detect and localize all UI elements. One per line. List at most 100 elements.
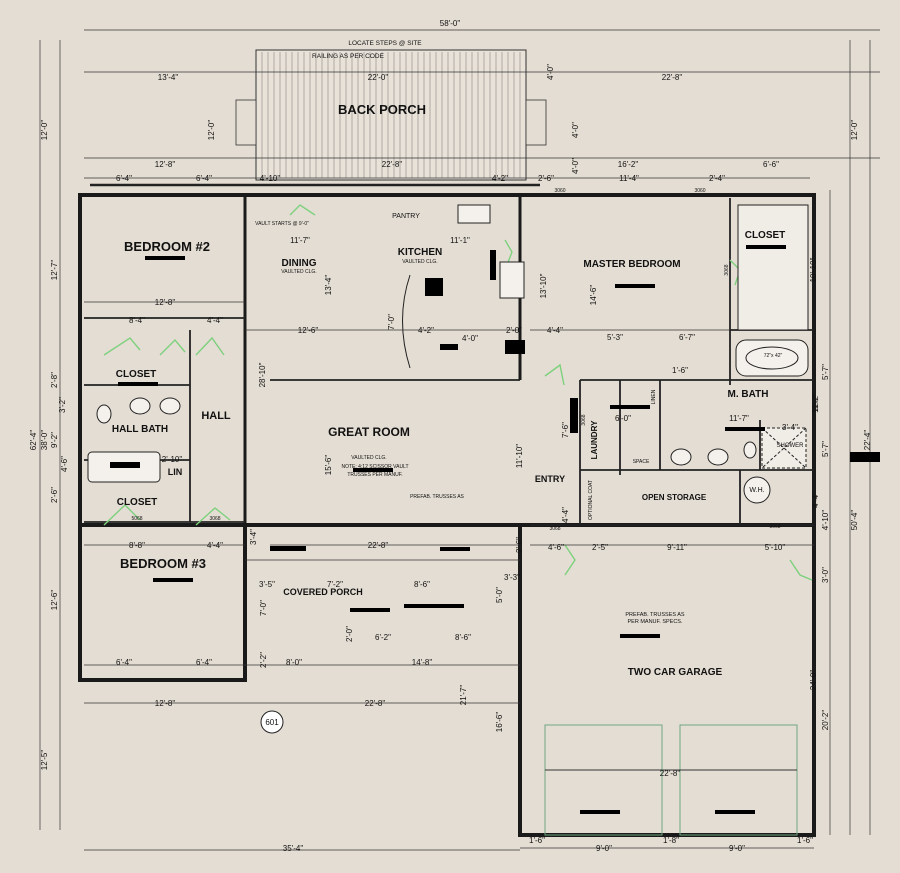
svg-text:2030: 2030 (814, 399, 820, 410)
svg-text:2'-0": 2'-0" (506, 326, 522, 335)
svg-text:50'-4": 50'-4" (850, 510, 859, 531)
svg-text:2'-2": 2'-2" (259, 652, 268, 668)
label-pantry: PANTRY (392, 213, 420, 220)
svg-text:13'-10": 13'-10" (539, 273, 548, 298)
svg-text:7'-2": 7'-2" (327, 580, 343, 589)
svg-text:3068: 3068 (724, 264, 730, 275)
svg-text:3068: 3068 (769, 524, 780, 530)
svg-text:11'-10": 11'-10" (515, 444, 524, 468)
svg-text:8'-6": 8'-6" (455, 633, 471, 642)
note-vaulted-dining: VAULTED CLG. (281, 269, 316, 275)
svg-text:7'-0": 7'-0" (387, 314, 396, 330)
svg-text:3'-2": 3'-2" (58, 397, 67, 413)
label-hall-bath: HALL BATH (112, 424, 168, 435)
svg-text:2'-6": 2'-6" (515, 537, 524, 553)
note-tub: 72"x 42" (764, 353, 783, 359)
svg-text:4'-6": 4'-6" (60, 456, 69, 472)
svg-text:1'-6": 1'-6" (797, 836, 813, 845)
svg-text:8'-4": 8'-4" (129, 316, 145, 325)
label-optional-coat: OPTIONAL COAT (588, 480, 594, 520)
label-bedroom2: BEDROOM #2 (124, 239, 210, 254)
svg-text:4'-2": 4'-2" (418, 326, 434, 335)
label-m-bath: M. BATH (728, 389, 769, 400)
svg-text:4'-10": 4'-10" (821, 510, 830, 531)
note-vault-starts: VAULT STARTS @ 9'-0" (255, 221, 309, 227)
svg-text:2'-6": 2'-6" (538, 174, 554, 183)
label-space: SPACE (633, 459, 650, 465)
svg-text:4'-2": 4'-2" (492, 174, 508, 183)
svg-text:11'-1": 11'-1" (450, 236, 470, 245)
svg-text:6'-2": 6'-2" (375, 633, 391, 642)
note-railing: RAILING AS PER CODE (312, 53, 385, 60)
svg-text:9'-11": 9'-11" (667, 543, 687, 552)
svg-text:12'-7": 12'-7" (50, 260, 59, 281)
label-kitchen: KITCHEN (398, 247, 442, 258)
label-dining: DINING (282, 258, 317, 269)
redaction-bars (110, 245, 880, 814)
svg-text:62'-4": 62'-4" (29, 430, 38, 451)
svg-text:8'-8": 8'-8" (129, 541, 145, 550)
svg-text:9'-0": 9'-0" (729, 844, 745, 853)
svg-text:2'-5": 2'-5" (592, 543, 608, 552)
label-shower: SHOWER (777, 443, 805, 449)
svg-text:5'-0": 5'-0" (495, 587, 504, 603)
label-closet-hall-bottom: CLOSET (117, 497, 158, 508)
svg-text:10'-10": 10'-10" (809, 257, 818, 282)
svg-text:12'-0": 12'-0" (850, 120, 859, 141)
label-closet-hall-top: CLOSET (116, 369, 157, 380)
svg-text:3068: 3068 (581, 414, 587, 425)
svg-text:12'-8": 12'-8" (155, 160, 176, 169)
svg-text:11'-7": 11'-7" (729, 414, 749, 423)
note-vaulted-kitchen: VAULTED CLG. (402, 259, 437, 265)
svg-text:14'-6": 14'-6" (589, 285, 598, 306)
label-hall: HALL (201, 410, 231, 422)
svg-text:4'-4": 4'-4" (561, 507, 570, 523)
svg-text:35'-4": 35'-4" (283, 844, 304, 853)
svg-text:2'-10": 2'-10" (162, 455, 183, 464)
label-entry: ENTRY (535, 474, 565, 484)
exterior-walls (78, 193, 816, 837)
label-open-storage: OPEN STORAGE (642, 493, 707, 502)
svg-text:6'-4": 6'-4" (196, 174, 212, 183)
note-garage-trusses-2: PER MANUF. SPECS. (627, 619, 682, 625)
svg-text:6'-6": 6'-6" (763, 160, 779, 169)
svg-text:24'-0": 24'-0" (809, 670, 818, 691)
svg-text:4'-4": 4'-4" (207, 316, 223, 325)
svg-text:13'-4": 13'-4" (324, 275, 333, 296)
svg-text:3'-4": 3'-4" (249, 529, 258, 545)
svg-text:3'-5": 3'-5" (259, 580, 275, 589)
svg-text:38'-0": 38'-0" (40, 430, 49, 451)
label-laundry: LAUNDRY (590, 420, 599, 459)
svg-text:3'-3": 3'-3" (504, 573, 520, 582)
svg-text:9'-2": 9'-2" (50, 432, 59, 448)
svg-text:2'-4": 2'-4" (709, 174, 725, 183)
svg-text:22'-0": 22'-0" (368, 73, 389, 82)
svg-text:12'-5": 12'-5" (40, 750, 49, 771)
svg-text:14'-8": 14'-8" (412, 658, 433, 667)
svg-text:3060: 3060 (694, 188, 705, 194)
svg-text:11'-4": 11'-4" (619, 174, 639, 183)
svg-text:4'-10": 4'-10" (260, 174, 281, 183)
note-prefab-trusses: PREFAB. TRUSSES AS (410, 494, 464, 500)
svg-text:8'-0": 8'-0" (286, 658, 302, 667)
label-closet-master: CLOSET (745, 230, 786, 241)
svg-text:16'-6": 16'-6" (495, 712, 504, 733)
svg-text:6'-4": 6'-4" (116, 174, 132, 183)
svg-text:1'-6": 1'-6" (672, 366, 688, 375)
svg-text:2'-0": 2'-0" (345, 626, 354, 642)
door-size-labels: 3060 3060 3068 5068 3068 3068 3068 3068 … (131, 188, 820, 532)
label-two-car-garage: TWO CAR GARAGE (628, 667, 723, 678)
note-garage-trusses-1: PREFAB. TRUSSES AS (625, 612, 685, 618)
svg-text:22'-8": 22'-8" (365, 699, 386, 708)
svg-text:4'-0": 4'-0" (462, 334, 478, 343)
note-vaulted-great: VAULTED CLG. (351, 455, 386, 461)
label-master-bedroom: MASTER BEDROOM (583, 259, 680, 270)
svg-text:5'-7": 5'-7" (821, 441, 830, 457)
svg-text:12'-6": 12'-6" (50, 590, 59, 611)
svg-text:16'-2": 16'-2" (618, 160, 639, 169)
svg-text:11'-2": 11'-2" (811, 393, 820, 413)
svg-text:12'-8": 12'-8" (155, 699, 176, 708)
label-great-room: GREAT ROOM (328, 425, 410, 439)
svg-text:12'-0": 12'-0" (40, 120, 49, 141)
